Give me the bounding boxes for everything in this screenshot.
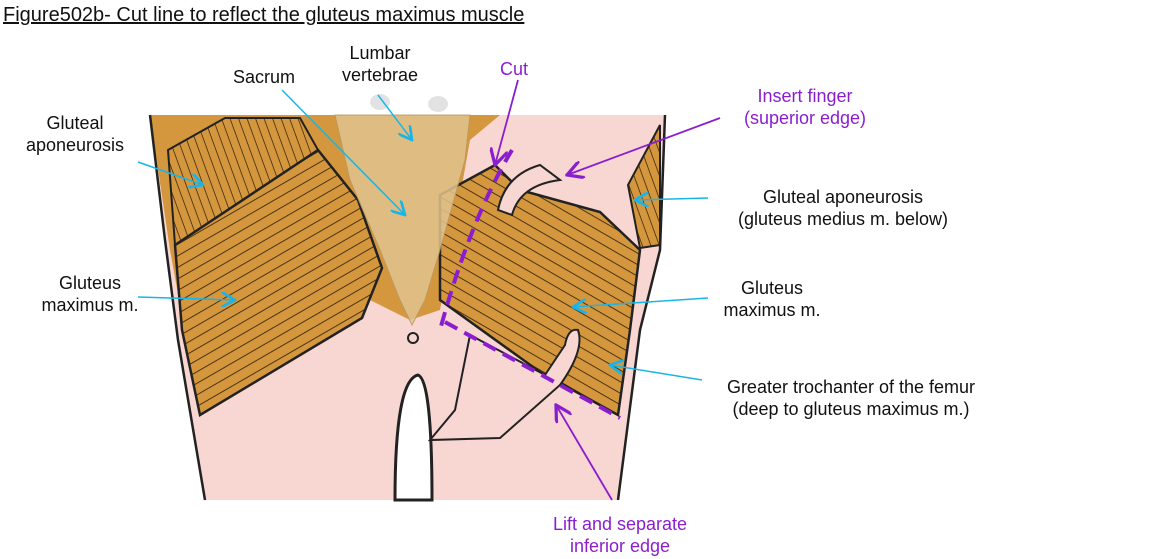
label-line: (deep to gluteus maximus m.) (732, 399, 970, 419)
label-arrows (137, 89, 709, 381)
label-line: maximus m. (41, 295, 139, 315)
label-line: Greater trochanter of the femur (726, 377, 976, 397)
muscles (166, 117, 661, 417)
label-line: (gluteus medius m. below) (737, 209, 949, 229)
left-gluteal-aponeurosis (166, 117, 320, 247)
label-line: (superior edge) (743, 108, 867, 128)
label-line: Gluteal (46, 113, 104, 133)
label-line: Gluteal aponeurosis (762, 187, 924, 207)
hands (427, 163, 581, 442)
right-gluteus-maximus (438, 163, 642, 417)
label-line: vertebrae (341, 65, 419, 85)
sacrum-bone (334, 94, 471, 327)
label-line: aponeurosis (25, 135, 125, 155)
label-line: inferior edge (569, 536, 671, 556)
label-insert-finger: Insert finger(superior edge) (730, 85, 880, 129)
label-line: Gluteus (58, 273, 122, 293)
label-greater-trochanter: Greater trochanter of the femur(deep to … (710, 376, 992, 420)
cut-line (438, 148, 621, 420)
figure-title: Figure502b- Cut line to reflect the glut… (3, 4, 525, 26)
label-line: Lumbar (349, 43, 411, 63)
label-gluteal-aponeurosis-right: Gluteal aponeurosis(gluteus medius m. be… (712, 186, 974, 230)
label-sacrum: Sacrum (233, 67, 296, 87)
procedure-arrows (495, 79, 721, 501)
label-line: Gluteus (740, 278, 804, 298)
left-gluteus-maximus (173, 148, 384, 417)
label-line: maximus m. (723, 300, 821, 320)
label-cut: Cut (500, 59, 529, 79)
label-line: Insert finger (757, 86, 853, 106)
label-line: Lift and separate (552, 514, 688, 534)
